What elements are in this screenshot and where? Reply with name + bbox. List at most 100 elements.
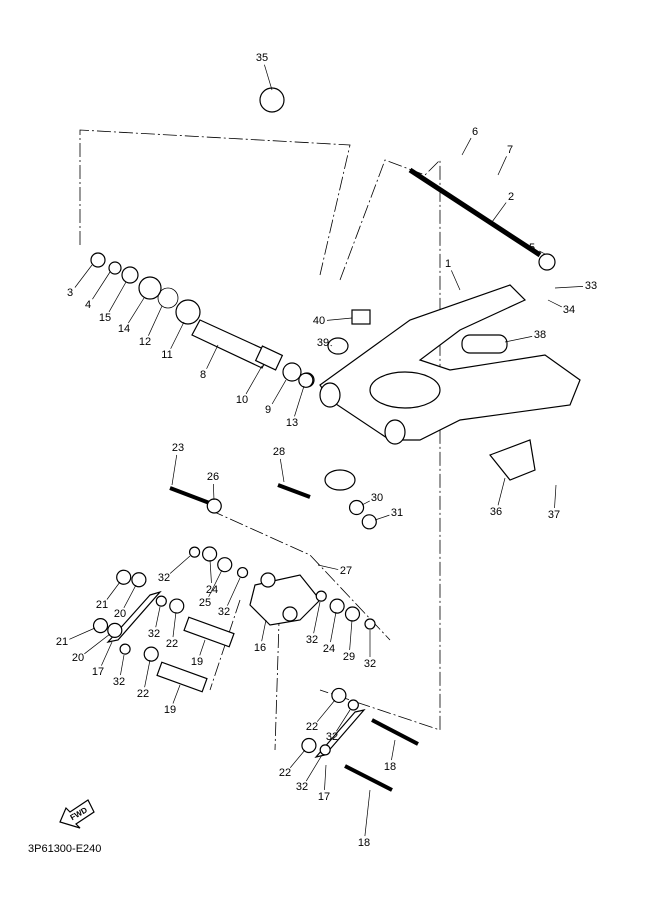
nut xyxy=(538,253,556,271)
callout-11: 11 xyxy=(161,349,172,361)
leader-line xyxy=(172,684,181,704)
leader-line xyxy=(172,611,177,638)
leader-line xyxy=(461,137,472,156)
leader-line xyxy=(199,639,206,656)
callout-15: 15 xyxy=(99,312,111,324)
pivot-shaft xyxy=(408,167,542,258)
part-13 xyxy=(298,372,314,388)
nut xyxy=(90,252,106,268)
leader-line xyxy=(169,555,191,574)
leader-line xyxy=(101,641,113,666)
leader-line xyxy=(317,564,339,570)
part-32 xyxy=(364,618,376,630)
part-21 xyxy=(116,569,132,585)
plate-40 xyxy=(351,309,371,325)
callout-20: 20 xyxy=(114,608,126,620)
leader-line xyxy=(120,654,125,676)
callout-32: 32 xyxy=(326,731,338,743)
callout-32: 32 xyxy=(218,606,230,618)
swingarm-cavity xyxy=(369,371,441,409)
leader-line xyxy=(155,606,161,628)
leader-line xyxy=(361,500,370,506)
part-29 xyxy=(344,606,361,622)
callout-35: 35 xyxy=(256,52,268,64)
callout-19: 19 xyxy=(164,704,176,716)
bearing-9 xyxy=(282,362,302,382)
callout-32: 32 xyxy=(364,658,376,670)
leader-line xyxy=(305,754,323,782)
callout-18: 18 xyxy=(358,837,370,849)
callout-31: 31 xyxy=(391,507,403,519)
leader-line xyxy=(261,619,267,642)
part-32 xyxy=(236,566,249,579)
part-32 xyxy=(188,546,201,558)
part-20 xyxy=(107,622,123,639)
diagram-code: 3P61300-E240 xyxy=(28,843,102,855)
leader-line xyxy=(554,484,557,509)
part-32 xyxy=(319,744,331,756)
leader-line xyxy=(123,584,137,609)
leader-line xyxy=(209,559,212,584)
callout-17: 17 xyxy=(318,791,330,803)
callout-21: 21 xyxy=(56,636,68,648)
callout-27: 27 xyxy=(340,565,352,577)
callout-29: 29 xyxy=(343,651,355,663)
bolt-18 xyxy=(344,764,393,792)
leader-line xyxy=(84,633,111,655)
callout-18: 18 xyxy=(384,761,396,773)
callout-32: 32 xyxy=(148,628,160,640)
swingarm-pivot xyxy=(384,419,406,445)
callout-9: 9 xyxy=(265,404,271,416)
collar-19 xyxy=(156,661,208,693)
cover-35 xyxy=(259,87,285,113)
leader-line xyxy=(92,271,111,300)
callout-30: 30 xyxy=(371,492,383,504)
callout-8: 8 xyxy=(200,369,206,381)
leader-line xyxy=(547,299,562,308)
callout-25: 25 xyxy=(199,597,211,609)
part-32 xyxy=(155,595,167,607)
leader-line xyxy=(294,385,305,417)
callout-17: 17 xyxy=(92,666,104,678)
leader-line xyxy=(497,477,506,506)
leader-line xyxy=(289,749,306,768)
assembly-line xyxy=(79,129,351,276)
collar-10 xyxy=(254,345,284,371)
callout-4: 4 xyxy=(85,299,91,311)
callout-2: 2 xyxy=(508,191,514,203)
leader-line xyxy=(497,156,507,176)
shock-mount xyxy=(324,469,356,491)
callout-22: 22 xyxy=(306,721,318,733)
leader-line xyxy=(451,270,461,291)
leader-line xyxy=(539,250,546,255)
callout-6: 6 xyxy=(472,126,478,138)
leader-line xyxy=(554,286,584,289)
leader-line xyxy=(128,297,145,324)
callout-10: 10 xyxy=(236,394,248,406)
part-22 xyxy=(169,598,185,614)
callout-22: 22 xyxy=(137,688,149,700)
leader-line xyxy=(364,789,371,837)
callout-36: 36 xyxy=(490,506,502,518)
callout-22: 22 xyxy=(279,767,291,779)
leader-line xyxy=(313,601,321,634)
oil-seal xyxy=(138,276,162,300)
fwd-arrow-icon: FWD xyxy=(59,799,95,829)
callout-38: 38 xyxy=(534,329,546,341)
callout-40: 40 xyxy=(313,315,325,327)
callout-34: 34 xyxy=(563,304,575,316)
callout-12: 12 xyxy=(139,336,151,348)
guard-36 xyxy=(489,439,536,481)
leader-line xyxy=(227,577,241,606)
leader-line xyxy=(324,764,327,791)
leader-line xyxy=(171,454,178,486)
leader-line xyxy=(208,569,223,597)
part-26 xyxy=(206,498,222,514)
part-22 xyxy=(301,737,317,754)
leader-line xyxy=(271,379,287,405)
part-32 xyxy=(347,699,359,711)
bolt-18 xyxy=(371,718,419,746)
swingarm-pivot xyxy=(319,382,341,408)
callout-24: 24 xyxy=(206,584,218,596)
